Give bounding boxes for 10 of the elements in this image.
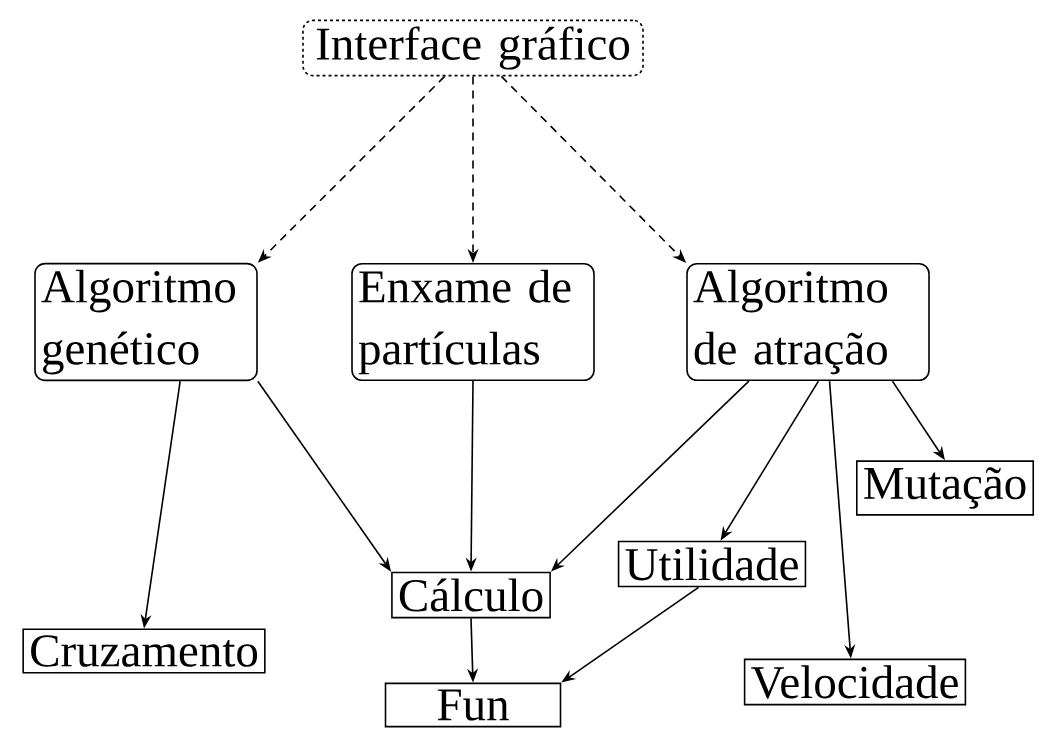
interface-box: Interface gráfico (302, 19, 644, 77)
module-box: Cálculo (391, 571, 551, 619)
process-box: Enxame de partículas (351, 262, 595, 382)
module-box: Utilidade (617, 540, 807, 588)
module-box: Fun (384, 682, 562, 728)
module-box: Velocidade (743, 658, 967, 706)
module-box: Cruzamento (22, 628, 266, 674)
module-box: Mutação (856, 460, 1035, 516)
process-box: Algoritmo de atração (686, 262, 930, 382)
process-box: Algoritmo genético (34, 262, 258, 382)
